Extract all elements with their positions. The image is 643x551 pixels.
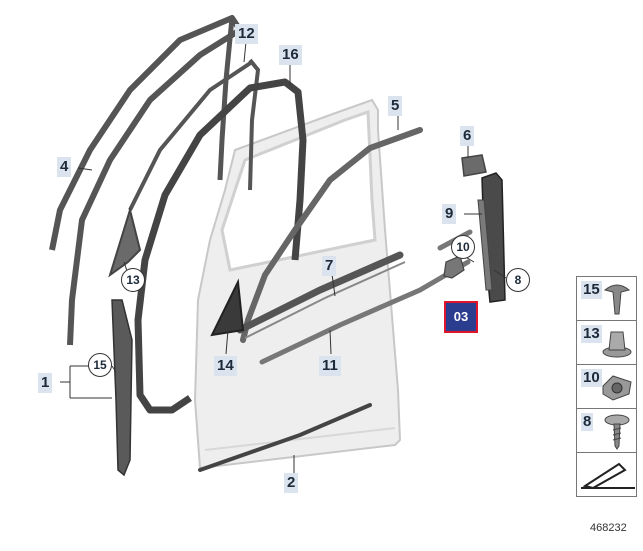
parts-legend: 15 13 10 8 [576, 276, 637, 497]
part-5-seal [240, 127, 423, 343]
part-7-strip-inner [244, 261, 406, 339]
callout-15[interactable]: 15 [88, 353, 112, 377]
part-10-bracket [443, 255, 465, 279]
callout-9[interactable]: 9 [442, 204, 457, 224]
callout-16[interactable]: 16 [279, 45, 302, 65]
legend-row-15[interactable]: 15 [576, 276, 637, 320]
callout-5[interactable]: 5 [388, 96, 403, 116]
legend-row-10[interactable]: 10 [576, 364, 637, 408]
screw-icon [604, 414, 630, 450]
part-12-seal-b [248, 58, 261, 191]
callout-4[interactable]: 4 [57, 157, 72, 177]
part-6-clip [461, 154, 487, 177]
part-16-seal [134, 78, 307, 414]
leader-lines [60, 41, 507, 478]
legend-number: 13 [581, 325, 602, 343]
part-2-seal [198, 403, 372, 472]
door-inner-line [204, 427, 396, 451]
arrow-icon [581, 462, 635, 490]
callout-1[interactable]: 1 [38, 373, 53, 393]
part-1-trim [111, 299, 133, 477]
highlight-callout-03[interactable]: 03 [444, 301, 478, 333]
grommet-icon [602, 331, 632, 358]
clip-icon [603, 284, 631, 315]
legend-row-13[interactable]: 13 [576, 320, 637, 364]
legend-number: 15 [581, 281, 602, 299]
callout-6[interactable]: 6 [460, 126, 475, 146]
callout-2[interactable]: 2 [284, 473, 299, 493]
legend-number: 8 [581, 413, 594, 431]
reference-number: 468232 [590, 522, 627, 534]
legend-number: 10 [581, 369, 602, 387]
callout-13[interactable]: 13 [121, 268, 145, 292]
callout-8[interactable]: 8 [506, 268, 530, 292]
part-7-strip [236, 251, 404, 334]
legend-row-arrow[interactable] [576, 452, 637, 497]
callout-10[interactable]: 10 [451, 235, 475, 259]
callout-7[interactable]: 7 [322, 256, 337, 276]
part-13-bracket [108, 206, 142, 278]
callout-14[interactable]: 14 [214, 356, 237, 376]
part-9-cover-edge [477, 199, 493, 291]
legend-row-8[interactable]: 8 [576, 408, 637, 452]
part-12-inner [128, 60, 254, 211]
callout-11[interactable]: 11 [319, 356, 341, 376]
nut-clip-icon [602, 375, 632, 401]
callout-12[interactable]: 12 [235, 24, 258, 44]
